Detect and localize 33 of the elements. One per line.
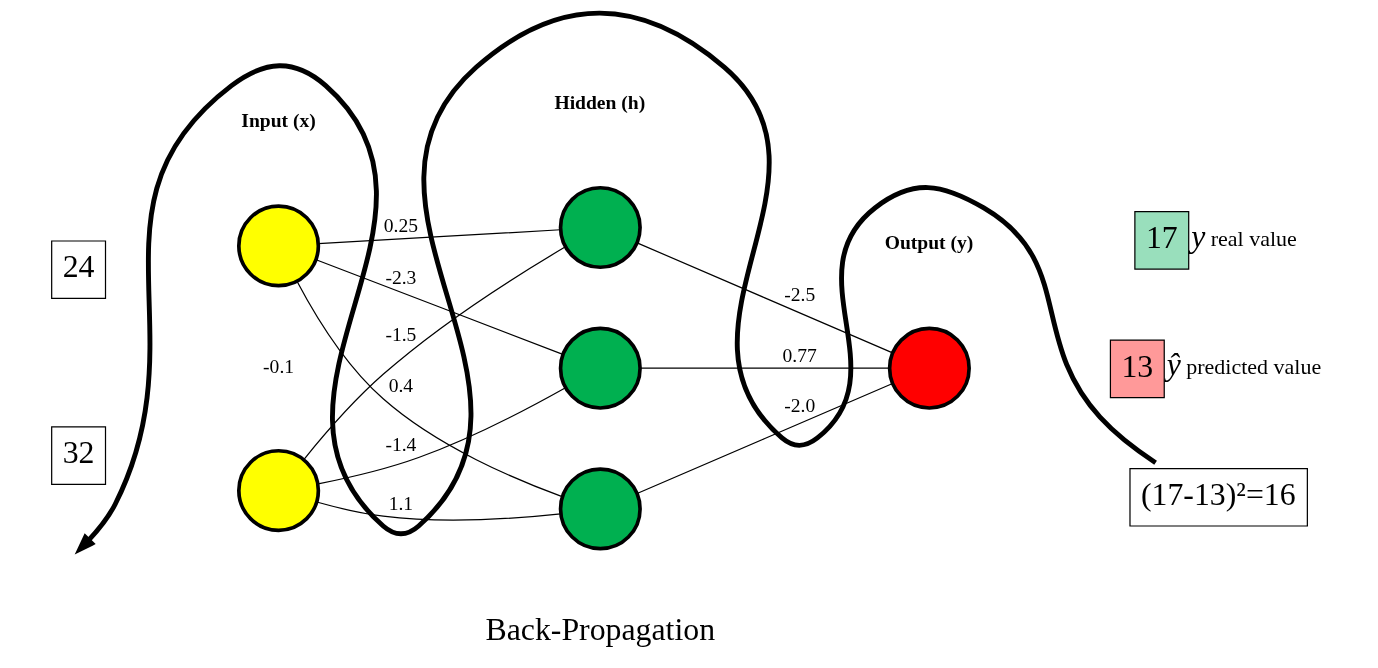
node-circle <box>887 326 971 410</box>
edge-label: -2.0 <box>784 395 816 416</box>
edge-label: -2.3 <box>385 266 417 288</box>
node-label: ŷ <box>1166 347 1181 383</box>
connector <box>639 367 891 369</box>
connector <box>636 382 894 495</box>
node-circle <box>558 467 642 551</box>
node-circle <box>558 185 642 270</box>
connector <box>636 242 894 354</box>
connector <box>303 246 567 461</box>
connector <box>316 501 562 521</box>
edge-label: 1.1 <box>388 492 414 514</box>
edge-label: 0.4 <box>388 375 414 397</box>
node-circle <box>558 326 642 410</box>
connector <box>317 229 562 245</box>
connector <box>317 387 567 485</box>
label: Output (y) <box>884 232 974 254</box>
edge-label: 0.25 <box>383 215 419 237</box>
edge-label: 0.77 <box>782 344 817 366</box>
edge-label: -2.5 <box>784 283 816 305</box>
node-label: real value <box>1210 225 1297 251</box>
edge-label: -1.4 <box>385 434 417 456</box>
edge-label: -1.5 <box>385 324 417 346</box>
label: Back-Propagation <box>485 612 716 648</box>
label: -0.1 <box>263 355 295 377</box>
node-circle <box>237 448 321 533</box>
node-circle <box>237 204 321 288</box>
node-label: predicted value <box>1186 354 1322 380</box>
arrow <box>74 10 1157 555</box>
connector <box>296 280 563 498</box>
connector <box>315 259 564 355</box>
label: Input (x) <box>241 109 316 131</box>
label: Hidden (h) <box>554 91 646 113</box>
